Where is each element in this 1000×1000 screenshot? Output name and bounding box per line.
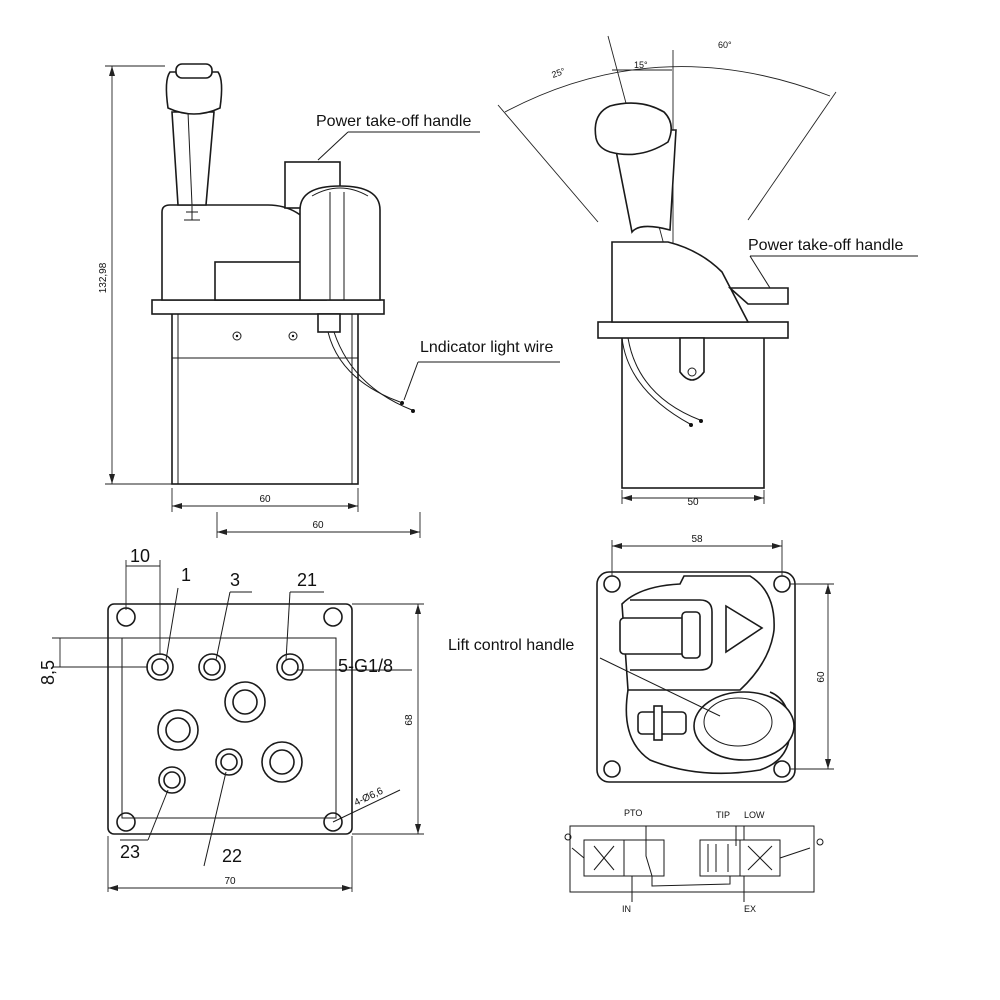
pto-handle-side-label: Power take-off handle — [748, 237, 903, 254]
front-lever-knob — [165, 71, 223, 115]
base-width-text: 70 — [224, 876, 236, 887]
angle-60-text: 60° — [718, 40, 732, 50]
lift-control-label: Lift control handle — [448, 637, 574, 654]
front-body-lower — [171, 311, 359, 485]
thread-label: 5-G1/8 — [338, 656, 393, 676]
top-height-text: 60 — [816, 671, 827, 683]
schematic-in: IN — [622, 904, 631, 914]
mount-hole — [323, 812, 343, 832]
port-22 — [215, 748, 243, 776]
port-1-label: 1 — [181, 565, 191, 585]
port-21 — [276, 653, 304, 681]
direction-arrow — [725, 604, 764, 654]
front-indicator-wire — [327, 331, 401, 403]
front-width-2-text: 60 — [312, 520, 324, 531]
top-view: Lift control handle 58 60 — [448, 534, 834, 783]
port-offset-x-label: 10 — [130, 546, 150, 566]
side-flange — [597, 321, 789, 339]
port-3 — [198, 653, 226, 681]
port-21-label: 21 — [297, 570, 317, 590]
schematic-pto: PTO — [624, 808, 642, 818]
schematic-low: LOW — [744, 810, 765, 820]
angle-25-text: 25° — [550, 66, 567, 80]
base-height-text: 68 — [404, 714, 415, 726]
port-23 — [158, 766, 186, 794]
indicator-wire-label: Lndicator light wire — [420, 339, 554, 356]
port-offset-y-label: 8,5 — [38, 660, 58, 685]
valve-schematic: PTO TIP LOW IN EX — [564, 808, 824, 914]
front-lever — [171, 111, 215, 206]
lift-lever-shaft — [619, 617, 691, 655]
port-22-label: 22 — [222, 846, 242, 866]
side-view: 25° 15° 60° Power take-off handle 50 — [497, 35, 918, 508]
side-width-text: 50 — [687, 497, 699, 508]
base-view: 1 3 21 23 22 5-G1/8 10 8,5 68 — [38, 546, 424, 892]
schematic-tip: TIP — [716, 810, 730, 820]
side-housing — [611, 241, 750, 323]
side-lever-knob — [594, 102, 672, 156]
angle-arc — [504, 66, 831, 113]
lift-control-knob — [693, 691, 795, 761]
top-width-text: 58 — [691, 534, 703, 545]
side-indicator-wire — [621, 337, 691, 425]
base-plate — [107, 603, 353, 835]
front-pto-cylinder — [299, 185, 381, 301]
schematic-ex: EX — [744, 904, 756, 914]
front-view: 132,98 Power take-o — [98, 63, 560, 538]
port-3-label: 3 — [230, 570, 240, 590]
front-flange — [151, 299, 385, 315]
angle-15-text: 15° — [634, 60, 648, 70]
side-pto-handle — [727, 287, 789, 305]
height-dimension-text: 132,98 — [98, 262, 109, 293]
port-23-label: 23 — [120, 842, 140, 862]
pto-handle-front-label: Power take-off handle — [316, 113, 471, 130]
front-width-1-text: 60 — [259, 494, 271, 505]
